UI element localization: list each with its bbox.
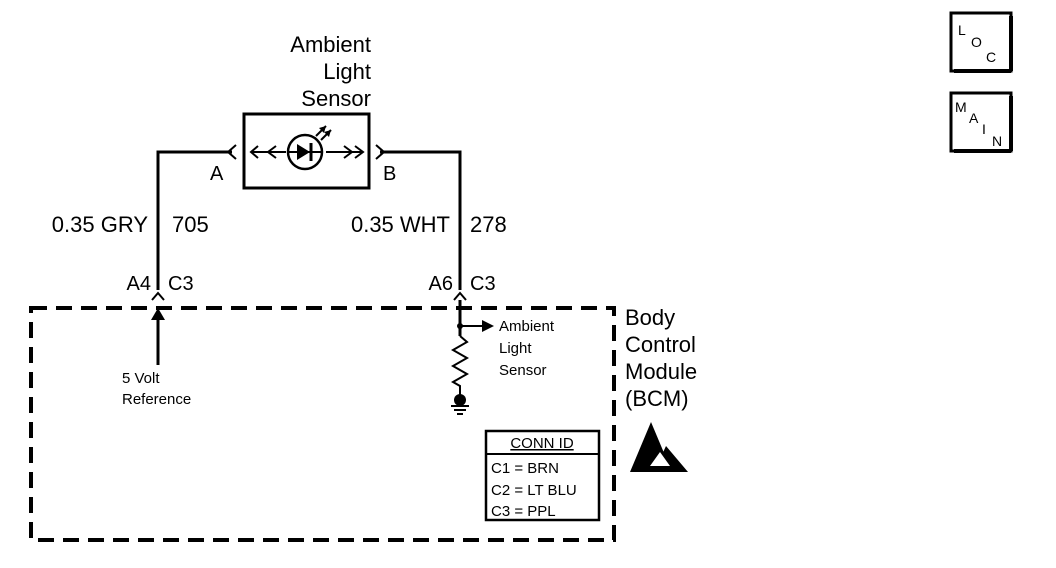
photodiode-icon [286, 125, 332, 171]
left-connector-symbol [151, 291, 165, 301]
reference-label-line2: Reference [122, 391, 191, 408]
pullup-resistor-circuit [450, 300, 494, 396]
loc-button[interactable]: L O C [949, 11, 1013, 73]
right-connector-pin: A6 [429, 273, 453, 295]
internal-sensor-label-line2: Light [499, 340, 532, 357]
sensor-pin-b: B [383, 163, 396, 185]
bcm-boundary [29, 306, 616, 542]
main-button[interactable]: M A I N [949, 91, 1013, 153]
right-wire-circuit: 278 [470, 212, 507, 237]
sensor-title-line2: Light [323, 59, 371, 84]
ambient-light-sensor-component [242, 112, 371, 190]
wire-705 [156, 144, 237, 290]
five-volt-reference-arrow [151, 308, 165, 365]
ground-icon [451, 394, 469, 415]
left-connector-id: C3 [168, 273, 194, 295]
sensor-pin-a: A [210, 163, 224, 185]
internal-sensor-label-line1: Ambient [499, 318, 555, 335]
conn-id-table: CONN ID C1 = BRN C2 = LT BLU C3 = PPL [484, 429, 601, 522]
right-connector-id: C3 [470, 273, 496, 295]
reference-label-line1: 5 Volt [122, 370, 160, 387]
conn-id-row: C3 = PPL [491, 503, 556, 520]
main-letter: A [969, 110, 979, 126]
bcm-name-line1: Body [625, 305, 675, 330]
bcm-name-line2: Control [625, 332, 696, 357]
loc-letter: L [958, 22, 966, 38]
bcm-name-line3: Module [625, 359, 697, 384]
sensor-title-line3: Sensor [301, 86, 371, 111]
left-wire-gauge-color: 0.35 GRY [52, 212, 149, 237]
main-letter: I [982, 121, 986, 137]
wire-278 [375, 144, 462, 290]
loc-letter: O [971, 34, 982, 50]
sensor-title-line1: Ambient [290, 32, 371, 57]
conn-id-header: CONN ID [510, 435, 574, 452]
right-wire-gauge-color: 0.35 WHT [351, 212, 450, 237]
esd-sensitive-icon [630, 422, 688, 472]
bcm-name-line4: (BCM) [625, 386, 689, 411]
left-wire-circuit: 705 [172, 212, 209, 237]
conn-id-row: C1 = BRN [491, 460, 559, 477]
main-letter: N [992, 133, 1002, 149]
conn-id-row: C2 = LT BLU [491, 482, 577, 499]
internal-sensor-label-line3: Sensor [499, 362, 547, 379]
main-letter: M [955, 99, 967, 115]
left-connector-pin: A4 [127, 273, 151, 295]
right-connector-symbol [453, 291, 467, 301]
loc-letter: C [986, 49, 996, 65]
